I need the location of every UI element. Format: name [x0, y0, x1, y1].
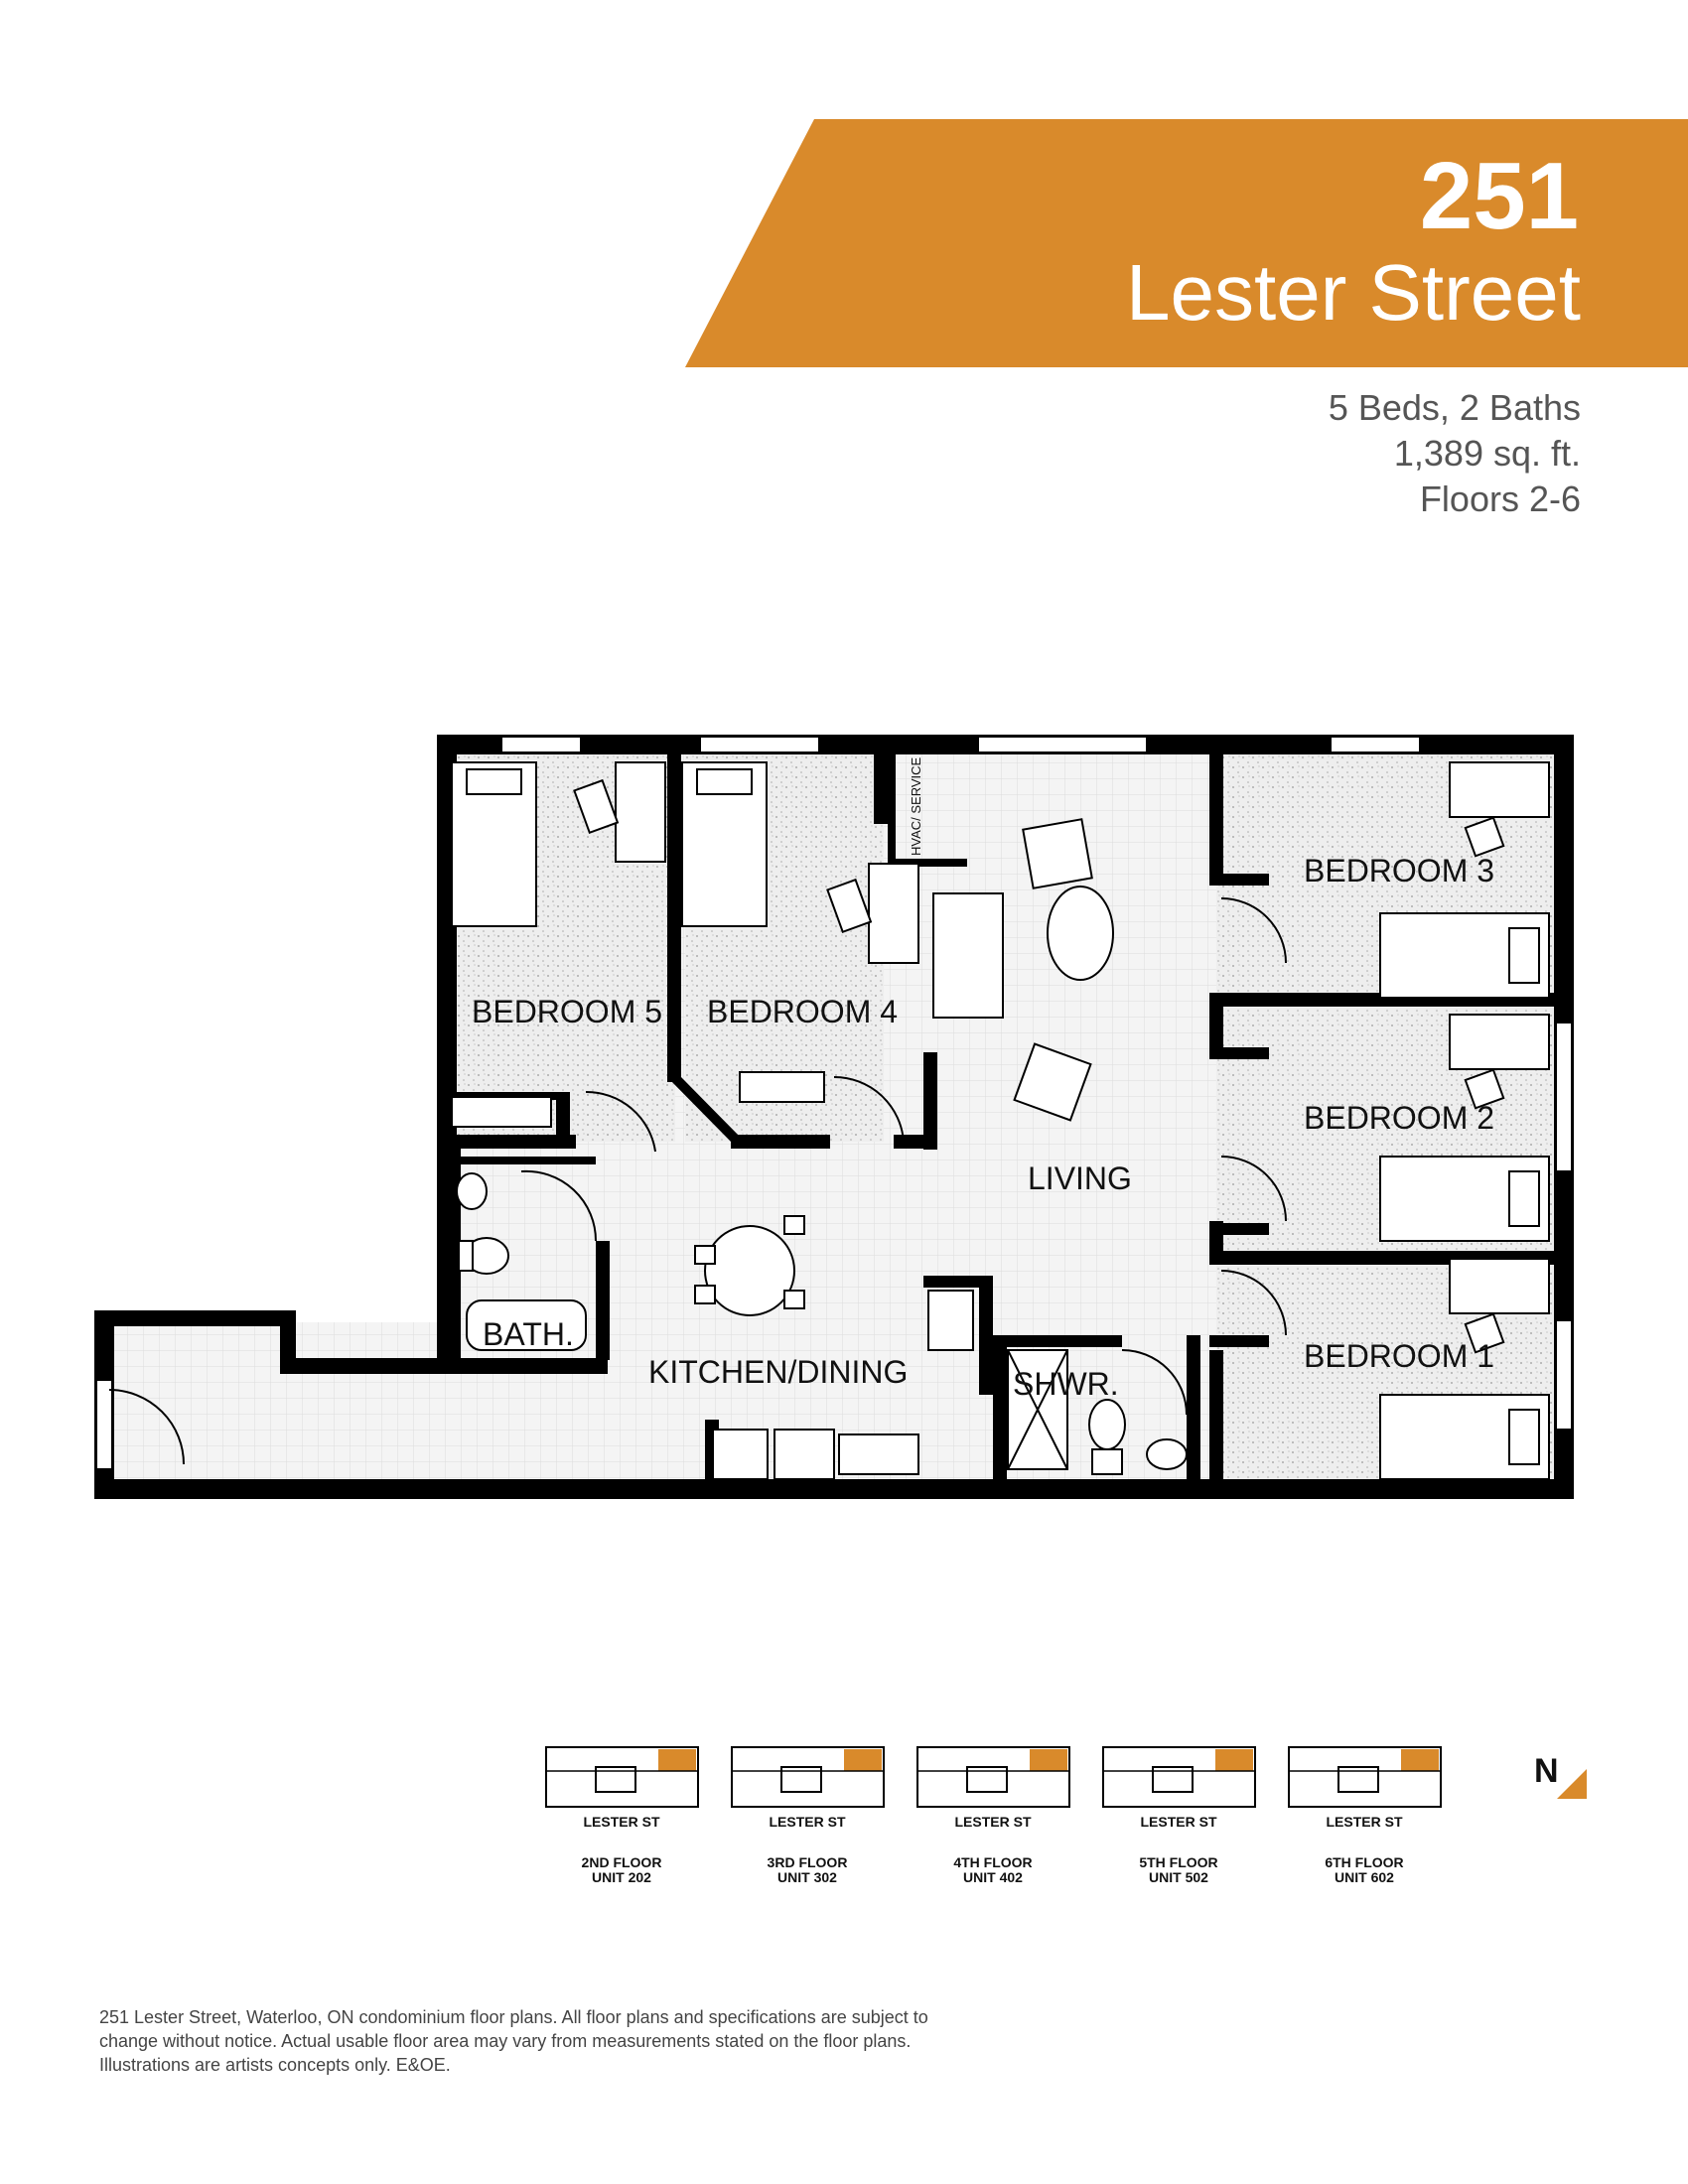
room-label-kitchen: KITCHEN/DINING — [648, 1354, 908, 1390]
spec-area: 1,389 sq. ft. — [1393, 433, 1581, 474]
room-label-bedroom4: BEDROOM 4 — [707, 994, 898, 1029]
building-number: 251 — [1419, 143, 1579, 249]
disclaimer-line: change without notice. Actual usable flo… — [99, 2031, 912, 2051]
doors — [108, 897, 1287, 1465]
disclaimer-line: 251 Lester Street, Waterloo, ON condomin… — [99, 2007, 928, 2027]
key-plan-3rd-floor: LESTER ST 3RD FLOOR UNIT 302 — [731, 1746, 885, 1885]
key-plan-floor: 2ND FLOOR — [582, 1854, 662, 1870]
key-plan-6th-floor: LESTER ST 6TH FLOOR UNIT 602 — [1288, 1746, 1442, 1885]
key-plan-floor: 6TH FLOOR — [1325, 1854, 1403, 1870]
room-label-living: LIVING — [1028, 1160, 1132, 1196]
key-plan-floor: 3RD FLOOR — [768, 1854, 848, 1870]
key-plan-street: LESTER ST — [1140, 1814, 1216, 1830]
key-plan-unit: UNIT 202 — [592, 1869, 651, 1885]
key-plan-street: LESTER ST — [1326, 1814, 1402, 1830]
key-plan-street: LESTER ST — [954, 1814, 1031, 1830]
room-label-bedroom3: BEDROOM 3 — [1304, 853, 1494, 888]
key-plan-floor: 4TH FLOOR — [953, 1854, 1032, 1870]
furniture — [451, 761, 1550, 1480]
room-label-hvac: HVAC/ SERVICE — [909, 756, 923, 856]
street-name: Lester Street — [1125, 248, 1581, 337]
north-arrow-icon: N — [1534, 1752, 1587, 1799]
key-plan-floor: 5TH FLOOR — [1139, 1854, 1217, 1870]
room-label-bedroom5: BEDROOM 5 — [472, 994, 662, 1029]
key-plan-street: LESTER ST — [769, 1814, 845, 1830]
windows — [95, 736, 1573, 1470]
key-plan-unit: UNIT 602 — [1335, 1869, 1394, 1885]
room-label-shower: SHWR. — [1013, 1366, 1119, 1402]
key-plan-unit: UNIT 502 — [1149, 1869, 1208, 1885]
spec-floors: Floors 2-6 — [1419, 478, 1581, 519]
key-plan-5th-floor: LESTER ST 5TH FLOOR UNIT 502 — [1102, 1746, 1256, 1885]
disclaimer: 251 Lester Street, Waterloo, ON condomin… — [99, 2005, 1053, 2077]
disclaimer-line: Illustrations are artists concepts only.… — [99, 2055, 451, 2075]
key-plan-4th-floor: LESTER ST 4TH FLOOR UNIT 402 — [916, 1746, 1070, 1885]
key-plan-unit: UNIT 402 — [963, 1869, 1023, 1885]
north-label: N — [1534, 1752, 1559, 1790]
spec-beds-baths: 5 Beds, 2 Baths — [1328, 387, 1581, 428]
key-plan-2nd-floor: LESTER ST 2ND FLOOR UNIT 202 — [545, 1746, 699, 1885]
room-label-bedroom2: BEDROOM 2 — [1304, 1100, 1494, 1136]
key-plan-unit: UNIT 302 — [777, 1869, 837, 1885]
room-label-bedroom1: BEDROOM 1 — [1304, 1338, 1494, 1374]
title-banner — [685, 119, 1688, 367]
room-label-bath: BATH. — [483, 1316, 574, 1352]
key-plans: LESTER ST 2ND FLOOR UNIT 202 LESTER ST 3… — [545, 1746, 1442, 1885]
key-plan-street: LESTER ST — [583, 1814, 659, 1830]
